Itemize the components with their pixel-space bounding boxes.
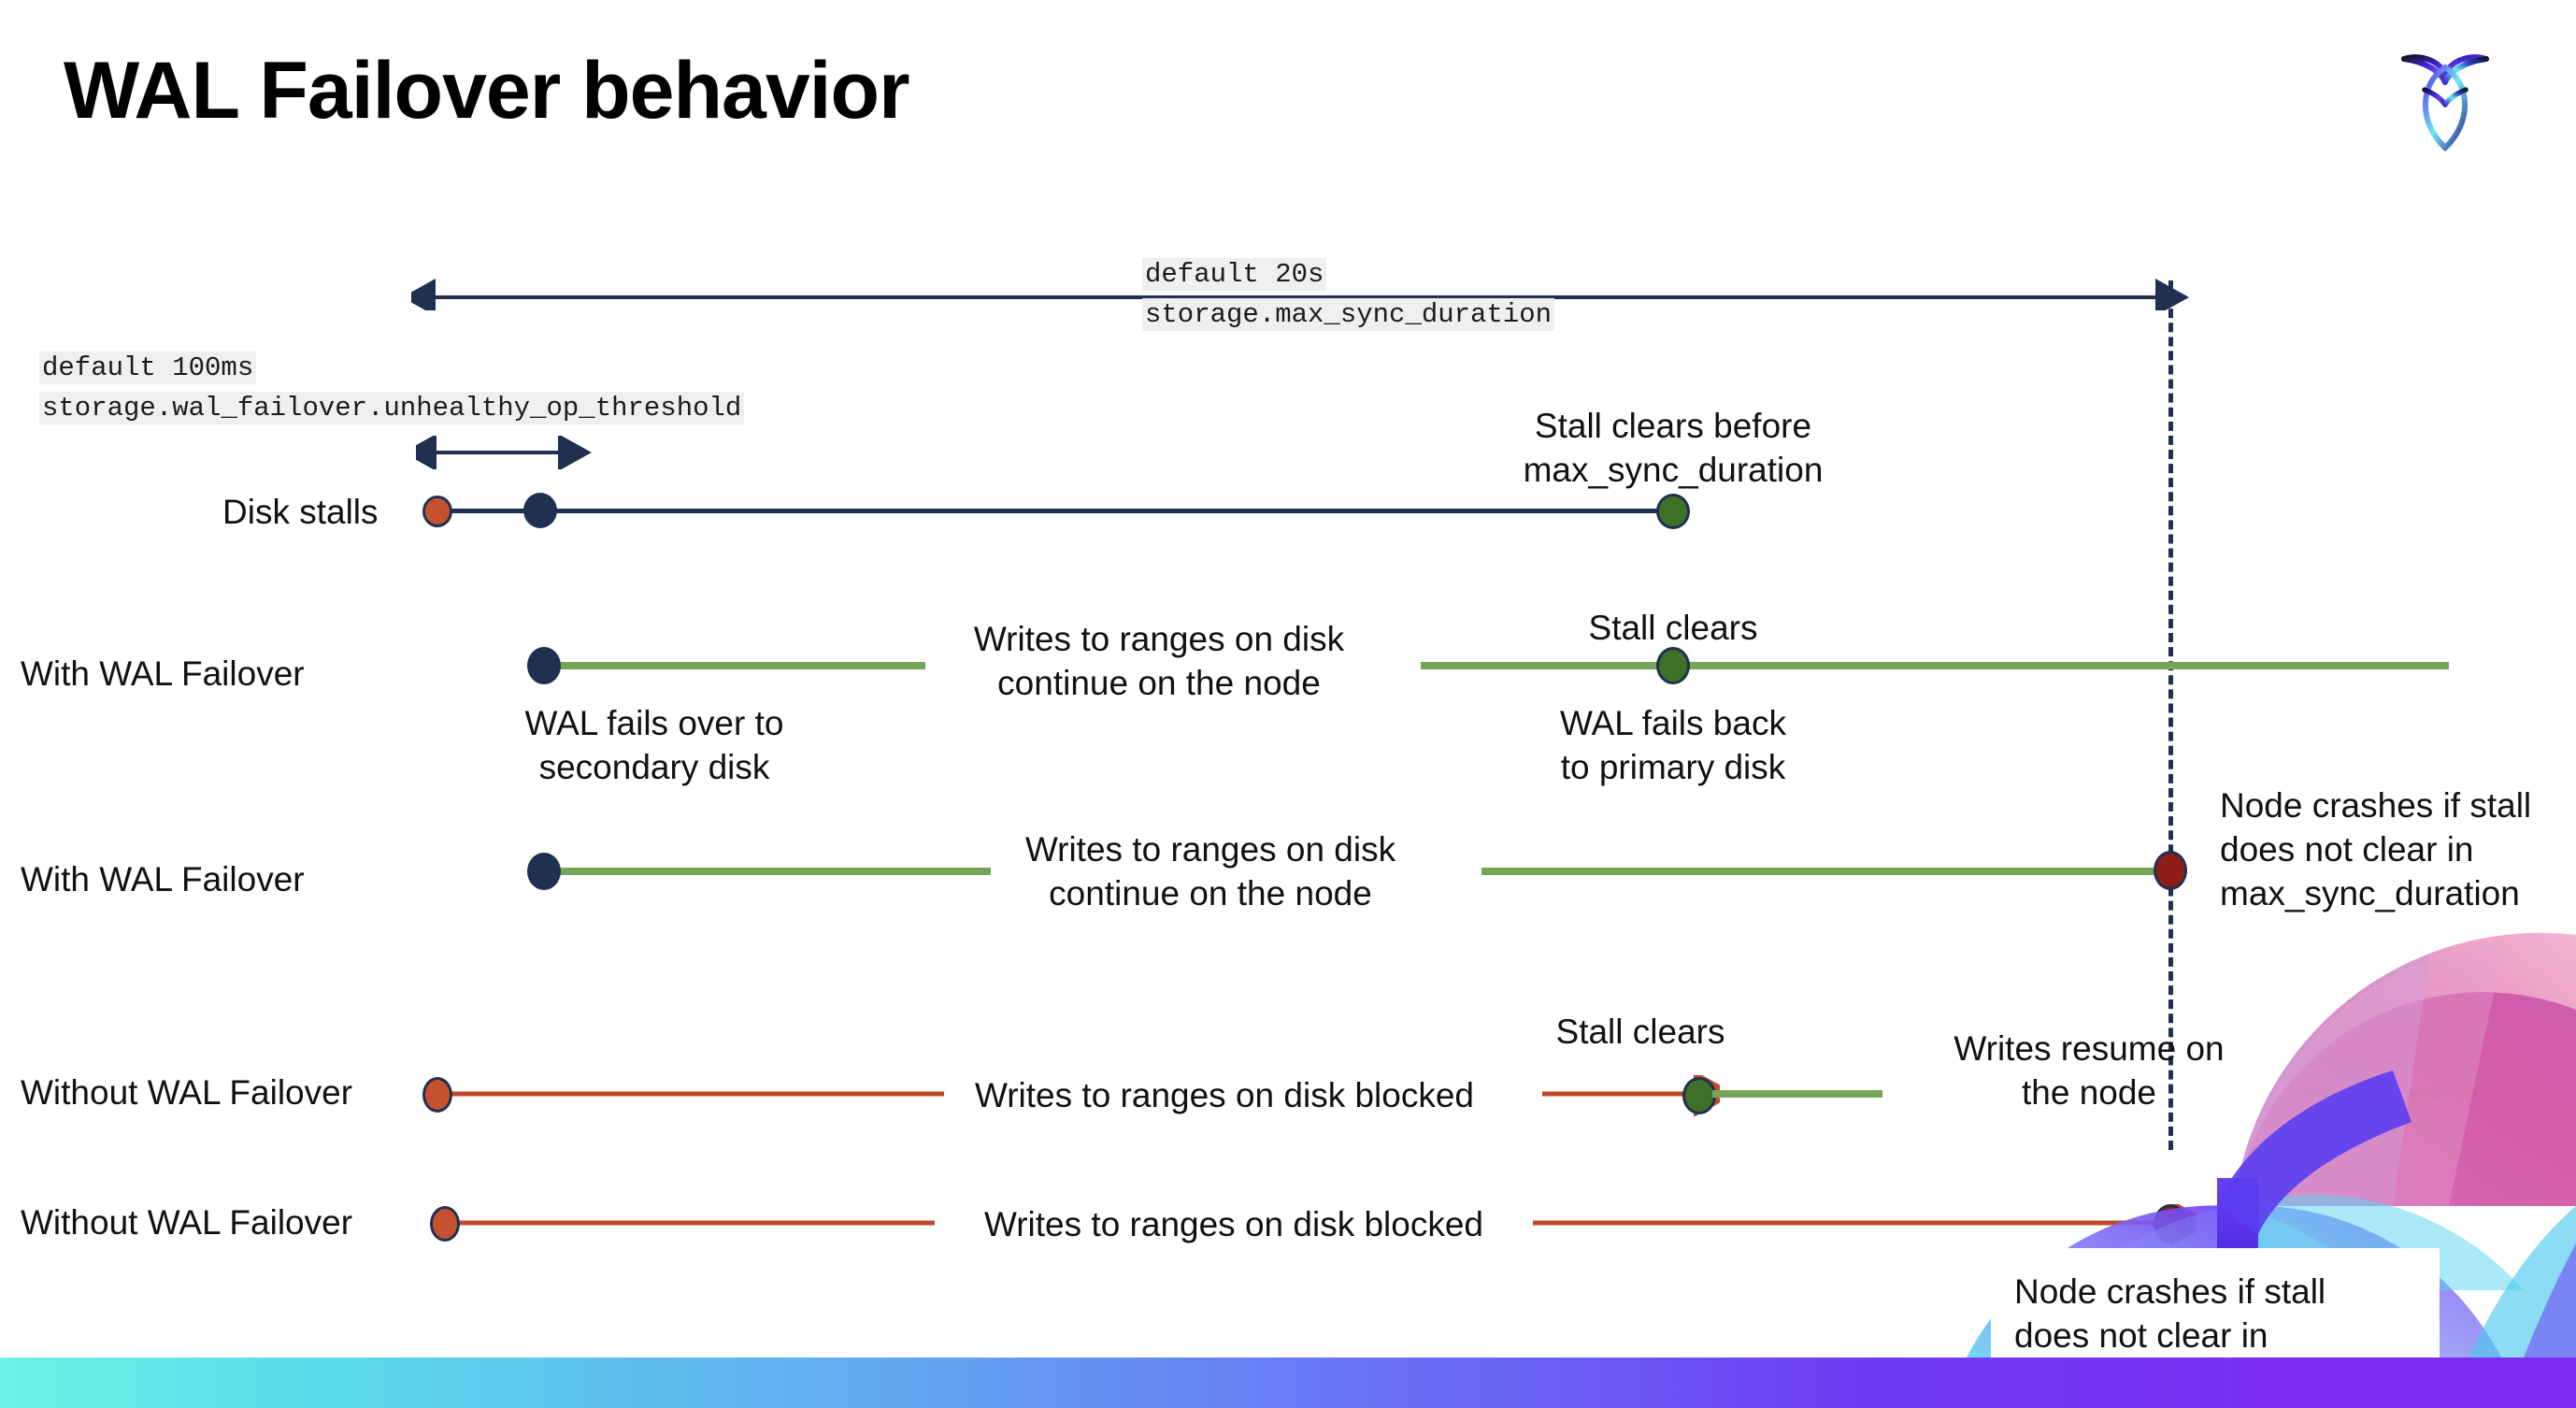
row-label-without-wal-failover-2: Without WAL Failover [21, 1203, 353, 1242]
cockroachdb-logo-icon [2389, 28, 2501, 154]
row-label-disk-stalls: Disk stalls [222, 493, 379, 531]
row-label-with-wal-failover-1: With WAL Failover [21, 654, 305, 693]
without-wal-failover-1-clear-dot [1682, 1077, 1716, 1114]
note-writes-resume: Writes resume on the node [1953, 1029, 2225, 1112]
unhealthy-op-threshold-setting-label: default 100ms storage.wal_failover.unhea… [39, 348, 745, 428]
note-stall-clears-2: Stall clears [1555, 1013, 1725, 1051]
without-wal-failover-1-start-dot [422, 1077, 452, 1113]
note-writes-continue-1: Writes to ranges on disk continue on the… [973, 620, 1345, 702]
disk-stall-clear-dot [1656, 494, 1690, 529]
without-wal-failover-2-start-dot [430, 1206, 460, 1242]
page-title: WAL Failover behavior [64, 46, 910, 136]
max-sync-duration-span-arrow [411, 279, 2189, 310]
note-wal-fails-back: WAL fails back to primary disk [1560, 704, 1786, 786]
wal-failover-2-segment-b [1481, 868, 2173, 875]
row-label-without-wal-failover-1: Without WAL Failover [21, 1073, 353, 1112]
wal-failover-1-segment-b [1421, 662, 2449, 669]
row-label-with-wal-failover-2: With WAL Failover [21, 860, 305, 898]
note-wal-fails-over: WAL fails over to secondary disk [524, 704, 784, 786]
max-sync-duration-setting-label: default 20s storage.max_sync_duration [1142, 254, 1555, 335]
wal-failover-1-stall-clear-dot [1656, 647, 1690, 684]
note-stall-clears-before-max-sync: Stall clears before max_sync_duration [1523, 407, 1824, 489]
wal-failover-2-segment-a [542, 868, 991, 875]
max-sync-default-text: default 20s [1142, 258, 1327, 291]
without-wal-failover-1-resume-segment-a [1712, 1090, 1882, 1098]
disk-stall-timeline [437, 509, 1673, 513]
unhealthy-setting-text: storage.wal_failover.unhealthy_op_thresh… [39, 392, 745, 424]
bottom-gradient-bar [0, 1358, 2576, 1408]
wal-failover-2-failover-dot [527, 853, 561, 890]
note-stall-clears-1: Stall clears [1588, 609, 1758, 647]
note-writes-continue-2: Writes to ranges on disk continue on the… [1024, 830, 1396, 912]
wal-failover-2-crash-dot [2154, 851, 2187, 890]
unhealthy-default-text: default 100ms [39, 352, 257, 384]
note-writes-blocked-1: Writes to ranges on disk blocked [974, 1076, 1475, 1114]
disk-stall-failover-dot [523, 493, 557, 528]
max-sync-setting-text: storage.max_sync_duration [1142, 298, 1555, 331]
wal-failover-1-failover-dot [527, 647, 561, 684]
max-sync-duration-dashed-line [2168, 280, 2173, 1150]
wal-failover-1-segment-a [542, 662, 925, 669]
note-node-crashes-1: Node crashes if stall does not clear in … [2220, 786, 2532, 912]
unhealthy-op-threshold-span-arrow [416, 436, 592, 469]
note-writes-blocked-2: Writes to ranges on disk blocked [983, 1205, 1484, 1243]
without-wal-failover-2-blocked-arrow [439, 1204, 2197, 1245]
disk-stall-start-dot [422, 496, 452, 527]
without-wal-failover-1-blocked-arrow [439, 1075, 1720, 1116]
